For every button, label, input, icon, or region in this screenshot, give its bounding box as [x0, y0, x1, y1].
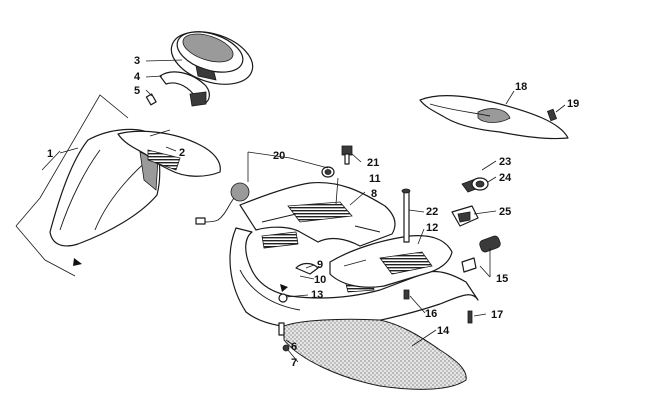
- console-top: [239, 181, 396, 247]
- leader-lines: [59, 59, 566, 363]
- callout-17: 17: [491, 309, 503, 321]
- screw: [145, 93, 157, 106]
- callout-13: 13: [311, 289, 323, 301]
- screws: [278, 289, 473, 352]
- callout-23: 23: [499, 156, 511, 168]
- callout-5: 5: [134, 85, 140, 97]
- callout-21: 21: [367, 157, 379, 169]
- callout-15: 15: [496, 273, 508, 285]
- callout-20: 20: [273, 150, 285, 162]
- rear-cover: [419, 95, 569, 140]
- callout-12: 12: [426, 222, 438, 234]
- callout-9: 9: [317, 259, 323, 271]
- gauge-mount-ring: [159, 71, 210, 107]
- callout-16: 16: [425, 308, 437, 320]
- long-bolt: [401, 188, 411, 243]
- callout-8: 8: [371, 188, 377, 200]
- grommet: [321, 166, 335, 178]
- wiring-harness: [195, 182, 250, 225]
- toggle-switch: [461, 235, 501, 273]
- callout-6: 6: [291, 341, 297, 353]
- callout-10: 10: [314, 274, 326, 286]
- mid-panel: [329, 235, 453, 288]
- callout-4: 4: [134, 71, 141, 83]
- callout-22: 22: [426, 206, 438, 218]
- callout-14: 14: [437, 325, 450, 337]
- callout-2: 2: [179, 147, 185, 159]
- screw: [546, 108, 558, 122]
- bolt: [341, 145, 353, 165]
- floor-board: [283, 318, 467, 390]
- gauge: [170, 31, 254, 85]
- callout-1: 1: [47, 148, 53, 160]
- callout-11: 11: [369, 173, 381, 185]
- callout-3: 3: [134, 55, 140, 67]
- callout-24: 24: [499, 172, 512, 184]
- callout-25: 25: [499, 206, 511, 218]
- instrument-pod-bracket: [117, 129, 221, 177]
- callout-19: 19: [567, 98, 579, 110]
- callout-labels: 1 2 3 4 5 6 7 8 9 10 11 12 13 14 15 16 1…: [47, 55, 579, 369]
- switch-assembly: [451, 177, 489, 227]
- callout-18: 18: [515, 81, 527, 93]
- callout-7: 7: [291, 357, 297, 369]
